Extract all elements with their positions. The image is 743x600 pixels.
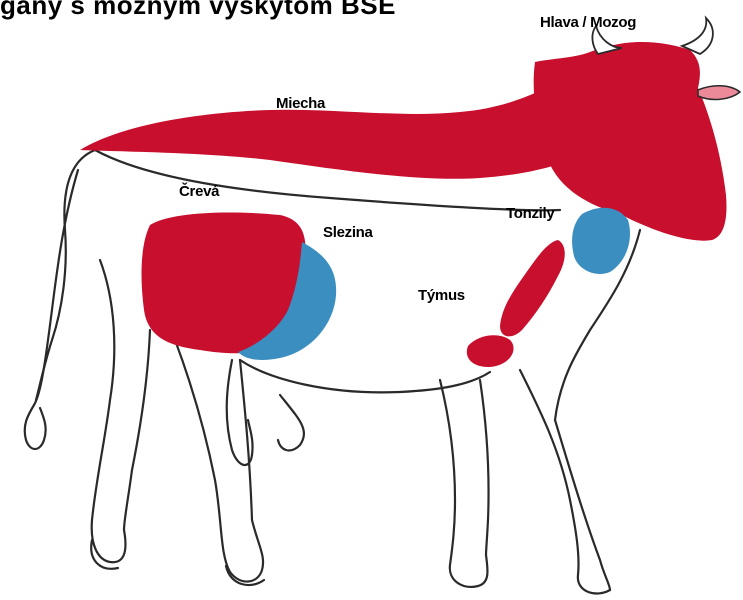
cow-tail [25,170,78,449]
ear [698,86,740,100]
tonsils-region [572,208,630,274]
front-right-leg [520,370,610,594]
front-left-leg [440,380,488,587]
thymus-lower-region [467,335,514,367]
head-region [534,42,727,241]
back-left-leg [92,260,126,562]
label-tonsils: Tonzily [506,205,554,222]
label-head: Hlava / Mozog [540,14,636,31]
label-thymus: Týmus [418,287,465,304]
label-spine: Miecha [276,95,325,112]
right-horn [682,18,713,54]
label-intestines: Črevá [179,183,219,200]
label-spleen: Slezina [323,224,373,241]
thymus-region [500,240,565,336]
cow-belly-outline [240,360,490,392]
spine-region [80,82,590,179]
